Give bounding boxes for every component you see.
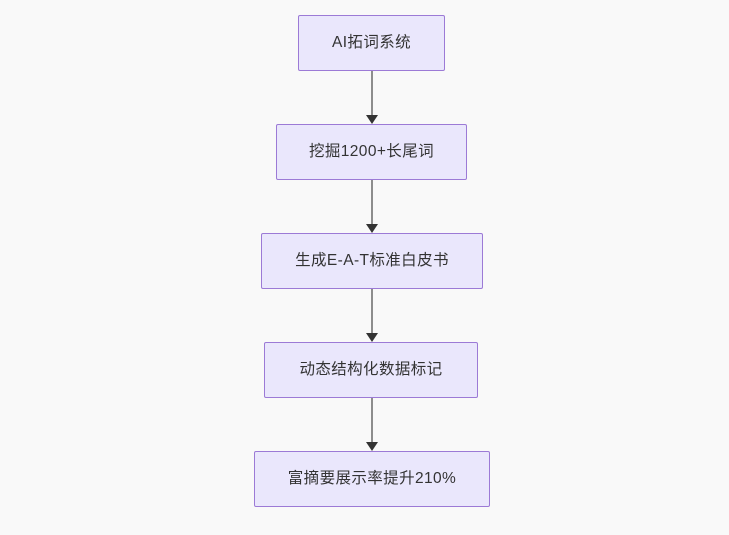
arrowhead-icon	[366, 442, 378, 451]
flow-node-label: 挖掘1200+长尾词	[308, 142, 435, 160]
arrowhead-icon	[366, 333, 378, 342]
flow-node-generate-eat-whitepaper[interactable]: 生成E-A-T标准白皮书	[261, 233, 483, 289]
connector-node1-node2	[362, 71, 382, 124]
flow-node-mine-longtail-keywords[interactable]: 挖掘1200+长尾词	[276, 124, 467, 180]
flow-node-rich-snippet-impression-lift[interactable]: 富摘要展示率提升210%	[254, 451, 490, 507]
flow-node-label: 动态结构化数据标记	[299, 360, 443, 378]
connector-node3-node4	[362, 289, 382, 342]
connector-node2-node3	[362, 180, 382, 233]
connector-line	[371, 398, 373, 442]
connector-line	[371, 180, 373, 224]
flow-node-label: AI拓词系统	[331, 33, 412, 51]
connector-node4-node5	[362, 398, 382, 451]
connector-line	[371, 289, 373, 333]
flow-node-label: 生成E-A-T标准白皮书	[295, 251, 449, 269]
connector-line	[371, 71, 373, 115]
flow-node-ai-keyword-system[interactable]: AI拓词系统	[298, 15, 445, 71]
flow-node-dynamic-structured-data-markup[interactable]: 动态结构化数据标记	[264, 342, 478, 398]
flow-node-label: 富摘要展示率提升210%	[287, 469, 457, 487]
arrowhead-icon	[366, 224, 378, 233]
arrowhead-icon	[366, 115, 378, 124]
